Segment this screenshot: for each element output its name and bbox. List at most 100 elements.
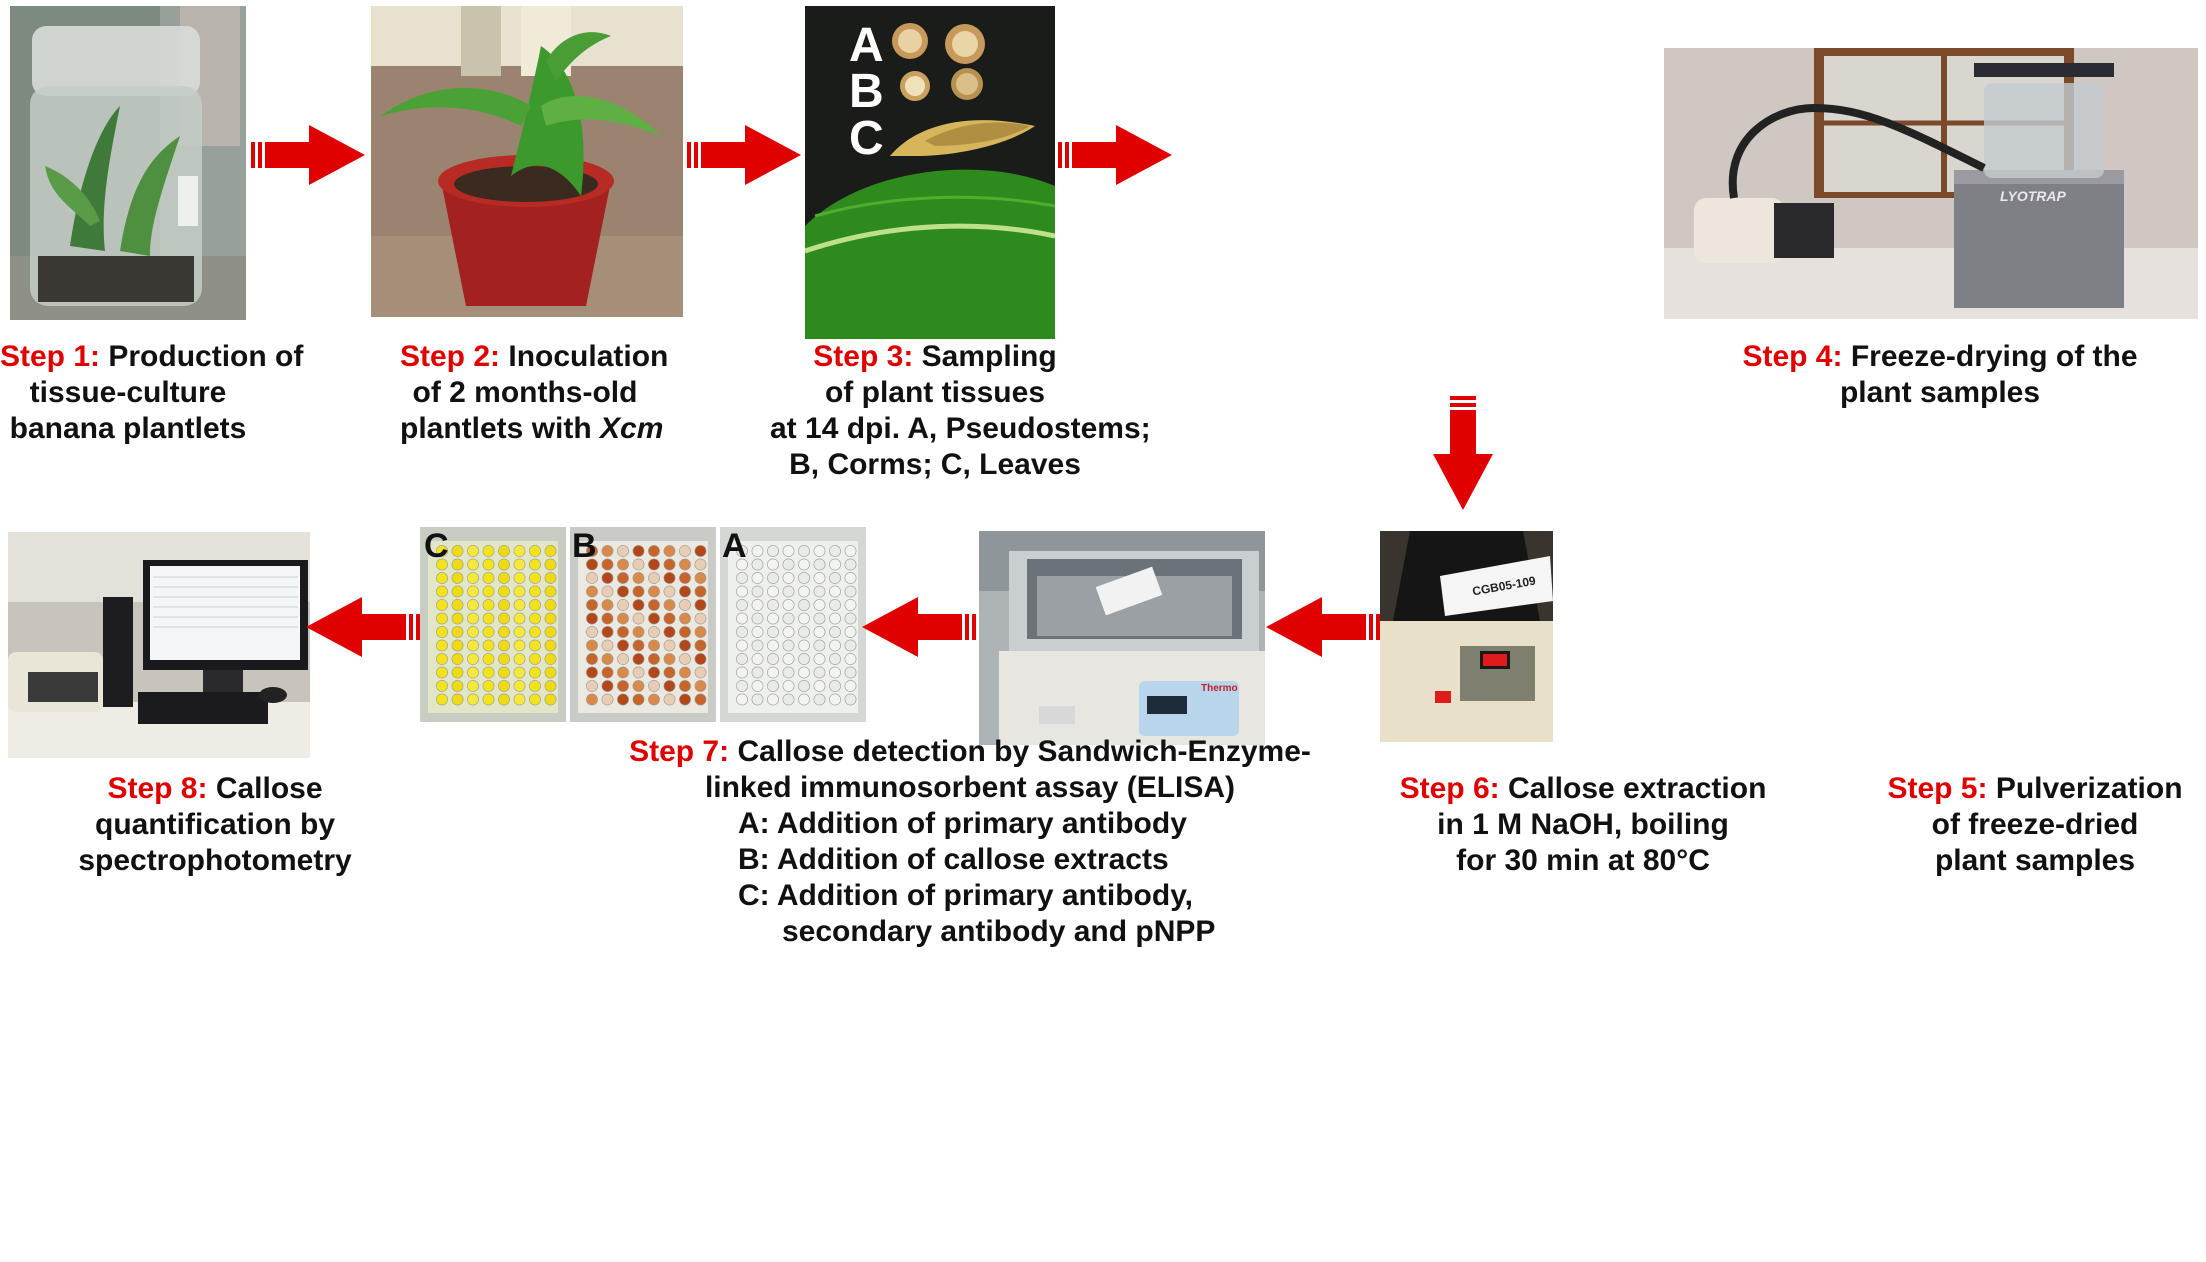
elisa-well	[498, 612, 510, 625]
elisa-well	[813, 680, 826, 692]
elisa-well	[451, 585, 464, 598]
arrow-step2-to-step3	[687, 125, 801, 185]
step3-label-a: A	[849, 19, 884, 72]
elisa-well	[694, 693, 707, 706]
step1-caption: Step 1: Production of tissue-culture ban…	[0, 339, 303, 447]
step1-line: Production of	[108, 340, 304, 373]
elisa-well	[529, 653, 541, 665]
elisa-well	[482, 666, 495, 679]
elisa-well	[767, 572, 779, 584]
elisa-well	[451, 626, 464, 638]
elisa-well	[829, 653, 841, 665]
step2-caption: Step 2: Inoculation of 2 months-old plan…	[400, 339, 668, 447]
elisa-well	[829, 626, 841, 638]
elisa-well	[451, 639, 464, 652]
step4-label: Step 4:	[1742, 340, 1843, 373]
step4-caption: Step 4: Freeze-drying of the plant sampl…	[1690, 339, 2190, 411]
elisa-well	[844, 558, 857, 571]
elisa-well	[513, 626, 526, 638]
elisa-well	[648, 693, 660, 706]
elisa-well	[679, 545, 691, 557]
elisa-well	[679, 572, 691, 584]
step7-line: Callose detection by Sandwich-Enzyme-	[737, 735, 1311, 768]
elisa-well	[679, 612, 691, 625]
elisa-well	[601, 572, 614, 584]
elisa-well	[782, 612, 795, 625]
step2-line: of 2 months-old	[412, 376, 638, 409]
step4-photo-freeze-dryer: LYOTRAP	[1664, 48, 2198, 319]
step7-photo-elisa-plates: C B A	[420, 527, 866, 722]
elisa-well	[482, 653, 495, 665]
arrow-step3-to-step4	[1058, 125, 1172, 185]
elisa-well	[601, 653, 614, 665]
elisa-well	[617, 626, 629, 638]
step7-line: A: Addition of primary antibody	[738, 807, 1187, 840]
elisa-well	[694, 626, 707, 638]
elisa-well	[782, 680, 795, 692]
elisa-well	[694, 545, 707, 557]
elisa-well	[586, 585, 598, 598]
elisa-well	[632, 585, 645, 598]
elisa-well	[451, 653, 464, 665]
elisa-well	[679, 653, 691, 665]
elisa-well	[513, 612, 526, 625]
elisa-well	[632, 666, 645, 679]
elisa-well	[601, 558, 614, 571]
elisa-well	[736, 639, 748, 652]
elisa-well	[451, 545, 464, 557]
elisa-well	[586, 693, 598, 706]
elisa-well	[751, 558, 764, 571]
elisa-well	[829, 545, 841, 557]
elisa-well	[544, 599, 557, 611]
elisa-well	[617, 545, 629, 557]
elisa-well	[467, 626, 479, 638]
elisa-well	[601, 626, 614, 638]
elisa-well	[694, 558, 707, 571]
elisa-well	[813, 639, 826, 652]
elisa-well	[813, 666, 826, 679]
elisa-well	[694, 585, 707, 598]
elisa-well	[813, 626, 826, 638]
elisa-well	[694, 612, 707, 625]
elisa-well	[513, 599, 526, 611]
elisa-well	[513, 585, 526, 598]
elisa-well	[601, 612, 614, 625]
step7-line: B: Addition of callose extracts	[738, 843, 1169, 876]
elisa-well	[767, 558, 779, 571]
elisa-well	[736, 572, 748, 584]
elisa-well	[798, 639, 810, 652]
elisa-well	[436, 653, 448, 665]
elisa-well	[498, 653, 510, 665]
elisa-well	[586, 680, 598, 692]
elisa-well	[467, 612, 479, 625]
elisa-well	[513, 653, 526, 665]
elisa-well	[482, 680, 495, 692]
step6-line: Callose extraction	[1507, 772, 1767, 805]
elisa-well	[544, 558, 557, 571]
elisa-well	[736, 599, 748, 611]
step8-line: Callose	[215, 772, 323, 805]
elisa-well	[736, 626, 748, 638]
elisa-well	[529, 680, 541, 692]
elisa-well	[498, 666, 510, 679]
elisa-well	[679, 693, 691, 706]
elisa-well	[544, 545, 557, 557]
elisa-well	[798, 626, 810, 638]
step6-line: for 30 min at 80°C	[1456, 844, 1710, 877]
step7-line: secondary antibody and pNPP	[782, 915, 1216, 948]
elisa-well	[632, 545, 645, 557]
elisa-well	[617, 612, 629, 625]
elisa-well	[751, 666, 764, 679]
elisa-well	[798, 612, 810, 625]
elisa-well	[663, 599, 676, 611]
elisa-well	[798, 545, 810, 557]
step8-caption: Step 8: Callose quantification by spectr…	[60, 771, 370, 879]
elisa-well	[751, 626, 764, 638]
step2-line: Inoculation	[508, 340, 669, 373]
arrow-step5-to-step6	[1266, 597, 1380, 657]
elisa-well	[798, 666, 810, 679]
step4-line: Freeze-drying of the	[1850, 340, 2138, 373]
step6-caption: Step 6: Callose extraction in 1 M NaOH, …	[1378, 771, 1788, 879]
elisa-well	[601, 693, 614, 706]
elisa-well	[648, 558, 660, 571]
